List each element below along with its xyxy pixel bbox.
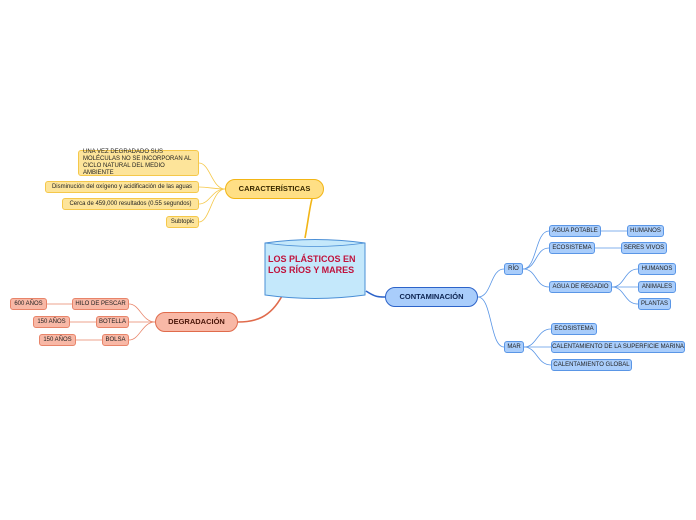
topic-contaminacion[interactable]: CONTAMINACIÓN — [385, 287, 478, 307]
subtopic-oxygen[interactable]: Disminución del oxígeno y acidificación … — [45, 181, 199, 193]
subtopic-generic[interactable]: Subtopic — [166, 216, 199, 228]
central-topic[interactable]: LOS PLÁSTICOS EN LOS RÍOS Y MARES — [264, 238, 366, 300]
subtopic-bolsa[interactable]: BOLSA — [102, 334, 129, 346]
subtopic-humanos-potable[interactable]: HUMANOS — [627, 225, 664, 237]
years-hilo-de-pescar[interactable]: 600 AÑOS — [10, 298, 47, 310]
subtopic-ecosistema-rio[interactable]: ECOSISTEMA — [549, 242, 595, 254]
subtopic-agua-potable[interactable]: AGUA POTABLE — [549, 225, 601, 237]
central-topic-shape — [264, 239, 366, 299]
subtopic-calentamiento-superficie[interactable]: CALENTAMIENTO DE LA SUPERFICIE MARINA — [551, 341, 685, 353]
years-botella[interactable]: 150 AÑOS — [33, 316, 70, 328]
subtopic-regadio-plantas[interactable]: PLANTAS — [638, 298, 671, 310]
subtopic-calentamiento-global[interactable]: CALENTAMIENTO GLOBAL — [551, 359, 632, 371]
subtopic-molecules[interactable]: UNA VEZ DEGRADADO SUS MOLÉCULAS NO SE IN… — [78, 149, 199, 176]
subtopic-seres-vivos[interactable]: SERES VIVOS — [621, 242, 667, 254]
subtopic-agua-de-regadio[interactable]: AGUA DE REGADIO — [549, 281, 612, 293]
subtopic-mar[interactable]: MAR — [504, 341, 524, 353]
subtopic-hilo-de-pescar[interactable]: HILO DE PESCAR — [72, 298, 129, 310]
subtopic-regadio-humanos[interactable]: HUMANOS — [638, 263, 676, 275]
subtopic-results[interactable]: Cerca de 459,000 resultados (0.55 segund… — [62, 198, 199, 210]
topic-degradacion[interactable]: DEGRADACIÓN — [155, 312, 238, 332]
subtopic-botella[interactable]: BOTELLA — [96, 316, 129, 328]
topic-caracteristicas[interactable]: CARACTERÍSTICAS — [225, 179, 324, 199]
subtopic-ecosistema-mar[interactable]: ECOSISTEMA — [551, 323, 597, 335]
central-topic-title: LOS PLÁSTICOS EN LOS RÍOS Y MARES — [268, 254, 356, 275]
subtopic-regadio-animales[interactable]: ANIMALES — [638, 281, 676, 293]
years-bolsa[interactable]: 150 AÑOS — [39, 334, 76, 346]
subtopic-rio[interactable]: RÍO — [504, 263, 523, 275]
